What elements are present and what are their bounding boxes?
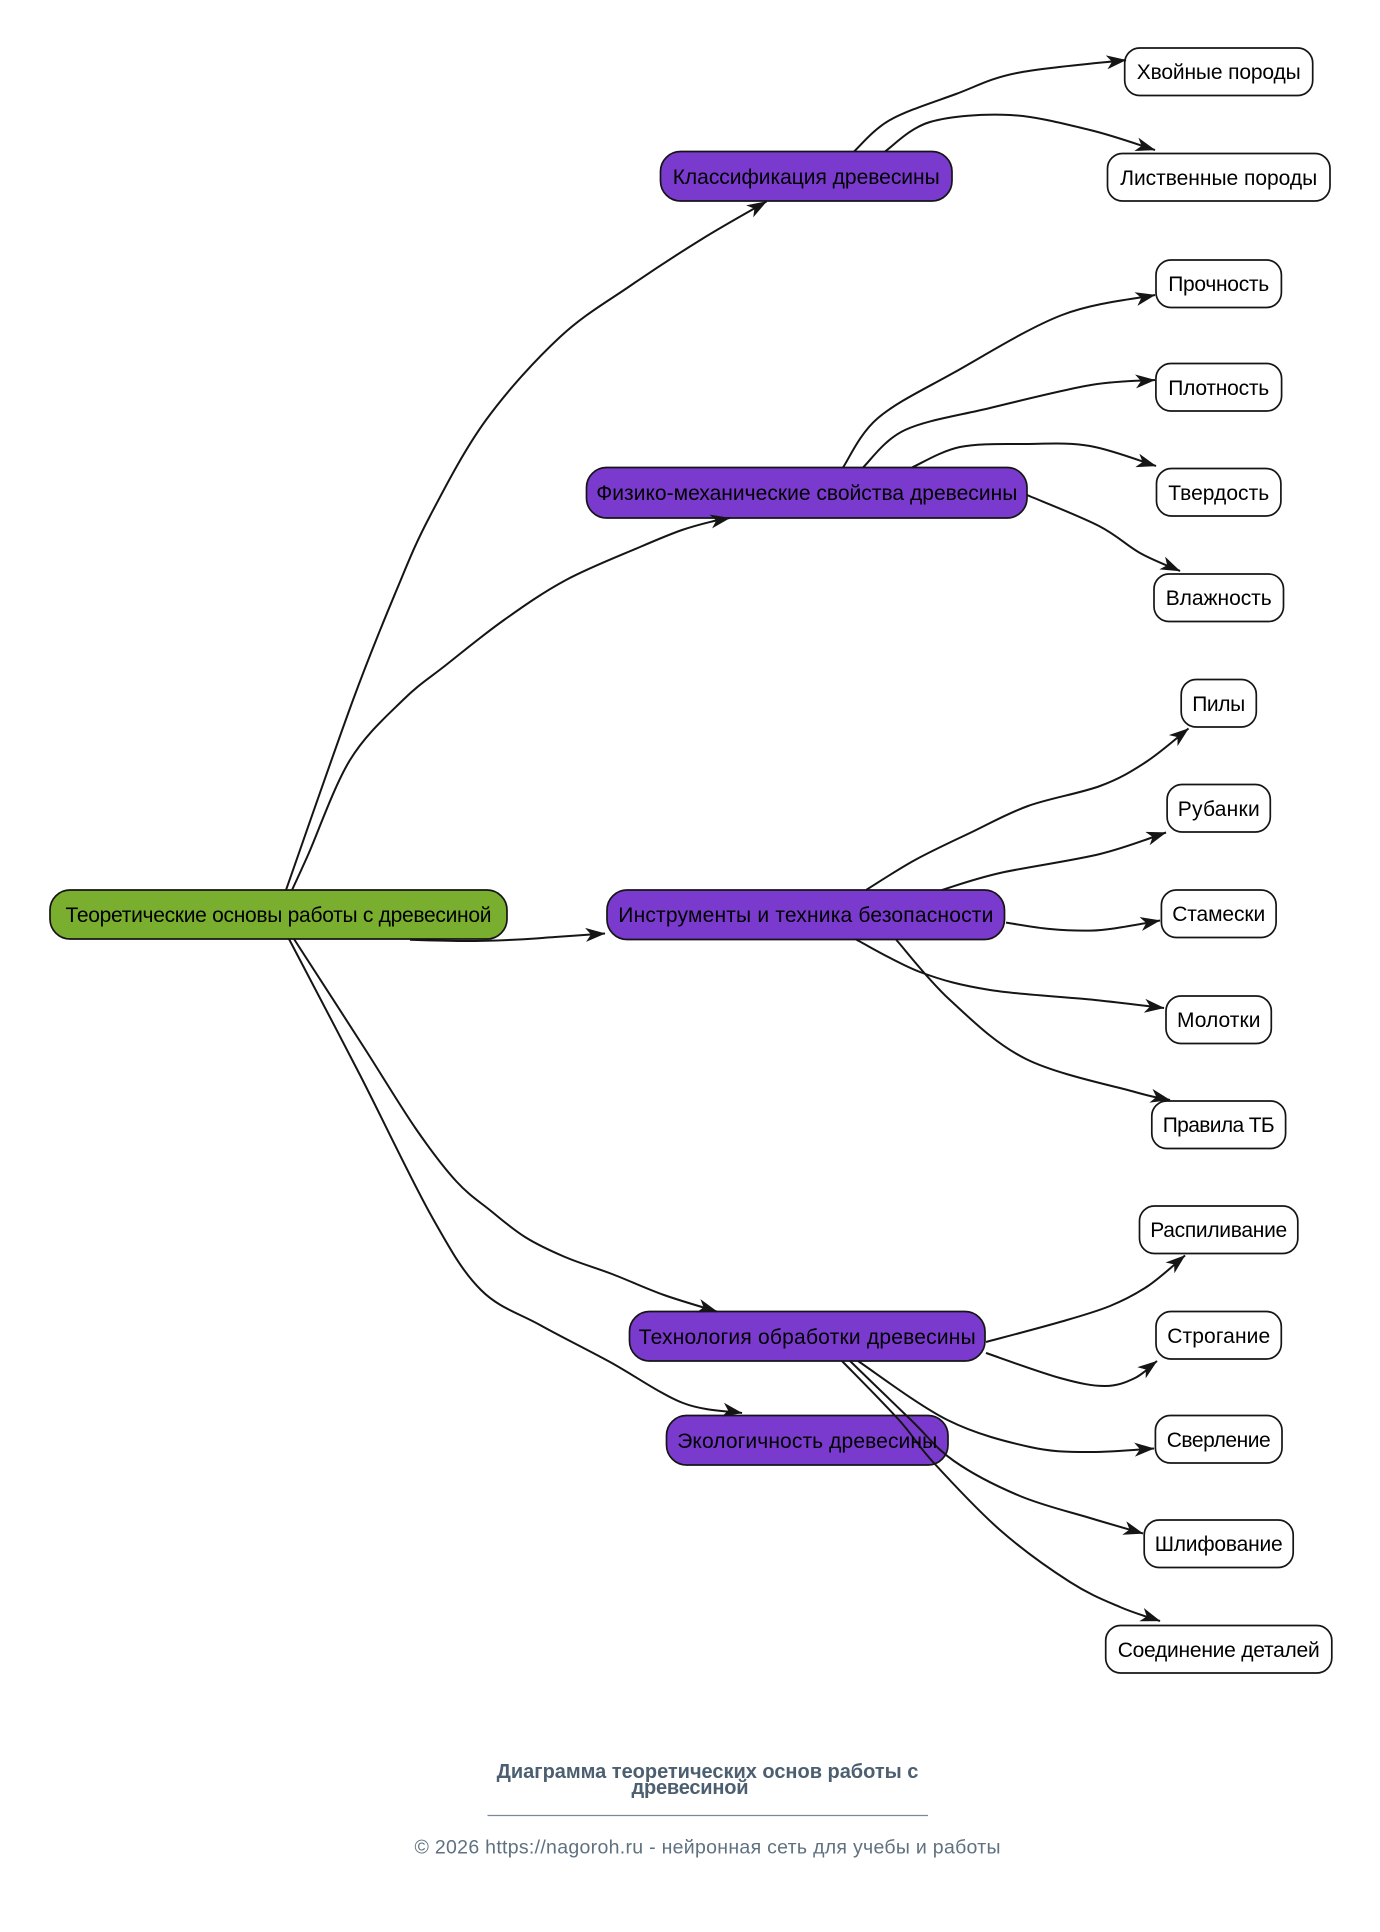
svg-text:древесиной: древесиной <box>632 1777 749 1799</box>
svg-text:Распиливание: Распиливание <box>1150 1219 1287 1242</box>
svg-text:Лиственные породы: Лиственные породы <box>1120 167 1317 190</box>
svg-text:Шлифование: Шлифование <box>1155 1533 1283 1556</box>
svg-text:Правила ТБ: Правила ТБ <box>1163 1114 1275 1137</box>
svg-text:Экологичность древесины: Экологичность древесины <box>677 1430 937 1453</box>
svg-text:Стамески: Стамески <box>1172 903 1265 926</box>
svg-text:© 2026 https://nagoroh.ru - не: © 2026 https://nagoroh.ru - нейронная се… <box>415 1837 1001 1859</box>
svg-text:Диаграмма теоретических основ: Диаграмма теоретических основ работы с <box>497 1761 919 1783</box>
svg-text:Рубанки: Рубанки <box>1178 798 1260 821</box>
svg-text:Сверление: Сверление <box>1167 1429 1271 1452</box>
svg-text:Соединение деталей: Соединение деталей <box>1118 1639 1320 1662</box>
svg-text:Технология обработки древесины: Технология обработки древесины <box>639 1326 976 1349</box>
svg-text:Молотки: Молотки <box>1177 1009 1261 1032</box>
svg-text:Пилы: Пилы <box>1192 693 1245 716</box>
svg-text:Инструменты и техника безопасн: Инструменты и техника безопасности <box>618 904 993 927</box>
svg-text:Физико-механические свойства д: Физико-механические свойства древесины <box>596 482 1017 505</box>
svg-text:Хвойные породы: Хвойные породы <box>1137 61 1301 84</box>
svg-text:Твердость: Твердость <box>1168 482 1269 505</box>
svg-text:Классификация древесины: Классификация древесины <box>673 166 940 189</box>
svg-text:Плотность: Плотность <box>1168 377 1269 400</box>
svg-text:Прочность: Прочность <box>1168 273 1269 296</box>
svg-text:Теоретические основы работы с: Теоретические основы работы с древесиной <box>66 904 492 927</box>
svg-text:Влажность: Влажность <box>1166 587 1272 610</box>
svg-text:Строгание: Строгание <box>1167 1325 1270 1348</box>
